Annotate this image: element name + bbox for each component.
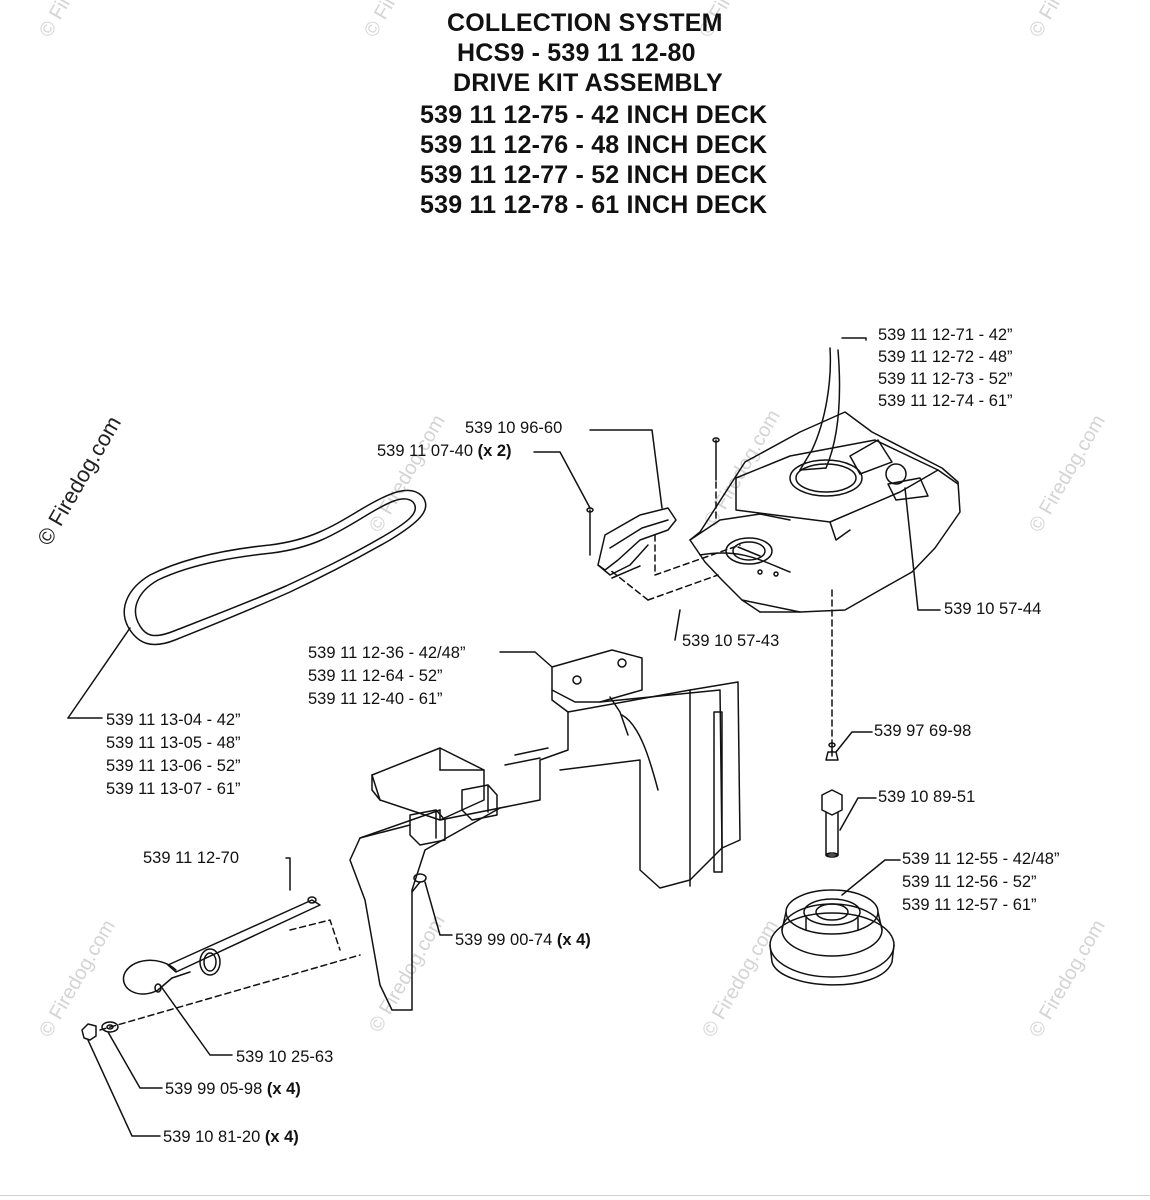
decal-circle [725, 537, 773, 565]
pin [586, 437, 720, 556]
part-label-bolt: 539 99 00-74 (x 4) [455, 932, 591, 949]
part-label-latch: 539 10 96-60 [465, 419, 563, 437]
part-label-pulley-52: 539 11 12-56 - 52” [902, 873, 1037, 891]
part-label-bracket-61: 539 11 12-40 - 61” [308, 690, 443, 708]
header-deck-48: 539 11 12-76 - 48 INCH DECK [420, 131, 768, 159]
part-quantity: (x 4) [266, 1080, 301, 1098]
part-label-belt-42: 539 11 13-04 - 42” [106, 711, 241, 729]
part-label-guard-61: 539 11 12-74 - 61” [878, 392, 1013, 410]
screw-hole [757, 569, 763, 575]
part-label-belt-48: 539 11 13-05 - 48” [106, 734, 241, 752]
pulley [769, 889, 895, 986]
part-label-belt-52: 539 11 13-06 - 52” [106, 757, 241, 775]
latch [597, 507, 677, 579]
part-quantity: (x 4) [556, 931, 591, 949]
part-label-guard-48: 539 11 12-72 - 48” [878, 348, 1013, 366]
header-title: COLLECTION SYSTEM [447, 9, 723, 37]
hair-pin-clip [122, 959, 191, 995]
leader-line [839, 797, 877, 831]
header-deck-61: 539 11 12-78 - 61 INCH DECK [420, 191, 768, 219]
mounting-bracket [349, 649, 741, 1011]
leader-line [841, 337, 867, 341]
leader-line [87, 1039, 161, 1137]
leader-line [841, 859, 901, 896]
part-label-decal-left: 539 10 57-43 [682, 632, 780, 650]
header-deck-52: 539 11 12-77 - 52 INCH DECK [420, 161, 768, 189]
dashed-assembly-line [99, 919, 361, 1031]
grease-fitting [825, 742, 839, 761]
part-label-washer: 539 99 05-98 (x 4) [165, 1081, 301, 1098]
leader-line [499, 651, 553, 668]
part-label-rod: 539 11 12-70 [143, 849, 240, 867]
spacer [821, 789, 843, 858]
part-label-guard-42: 539 11 12-71 - 42” [878, 326, 1013, 344]
part-label-pulley-61: 539 11 12-57 - 61” [902, 896, 1037, 914]
lock-rod [167, 896, 321, 973]
part-label-belt-61: 539 11 13-07 - 61” [106, 780, 241, 798]
part-label-fitting: 539 97 69-98 [874, 722, 972, 740]
part-label-nut: 539 10 81-20 (x 4) [163, 1129, 299, 1146]
leader-line [424, 881, 453, 936]
leader-line [589, 429, 663, 509]
part-label-bracket-52: 539 11 12-64 - 52” [308, 667, 443, 685]
dashed-assembly-line [609, 481, 833, 761]
part-label-pin: 539 11 07-40 (x 2) [377, 443, 512, 460]
leader-line [533, 451, 591, 509]
leader-line [67, 627, 131, 719]
leader-line [285, 857, 291, 891]
part-label-guard-52: 539 11 12-73 - 52” [878, 370, 1013, 388]
bottom-divider [0, 1195, 1150, 1196]
leader-line [835, 731, 873, 753]
bolt [411, 873, 427, 893]
ring [199, 948, 221, 976]
leader-line [674, 609, 681, 641]
part-number: 539 11 07-40 [377, 442, 474, 460]
part-quantity: (x 4) [264, 1128, 299, 1146]
header-deck-42: 539 11 12-75 - 42 INCH DECK [420, 101, 768, 129]
part-label-bracket-42-48: 539 11 12-36 - 42/48” [308, 644, 466, 662]
part-number: 539 99 05-98 [165, 1080, 263, 1098]
header-kit-number: HCS9 - 539 11 12-80 [457, 39, 696, 67]
header-subtitle: DRIVE KIT ASSEMBLY [453, 69, 723, 97]
part-label-clip: 539 10 25-63 [236, 1048, 334, 1066]
leader-line [107, 1031, 163, 1089]
nut [81, 1023, 97, 1041]
leader-line [904, 487, 941, 611]
part-label-spacer: 539 10 89-51 [878, 788, 976, 806]
drive-belt [123, 489, 427, 646]
part-quantity: (x 2) [477, 442, 512, 460]
washer [101, 1021, 119, 1033]
part-number: 539 99 00-74 [455, 931, 553, 949]
part-label-pulley-42-48: 539 11 12-55 - 42/48” [902, 850, 1060, 868]
screw-hole [773, 571, 779, 577]
part-label-decal-right: 539 10 57-44 [944, 600, 1042, 618]
part-number: 539 10 81-20 [163, 1128, 261, 1146]
